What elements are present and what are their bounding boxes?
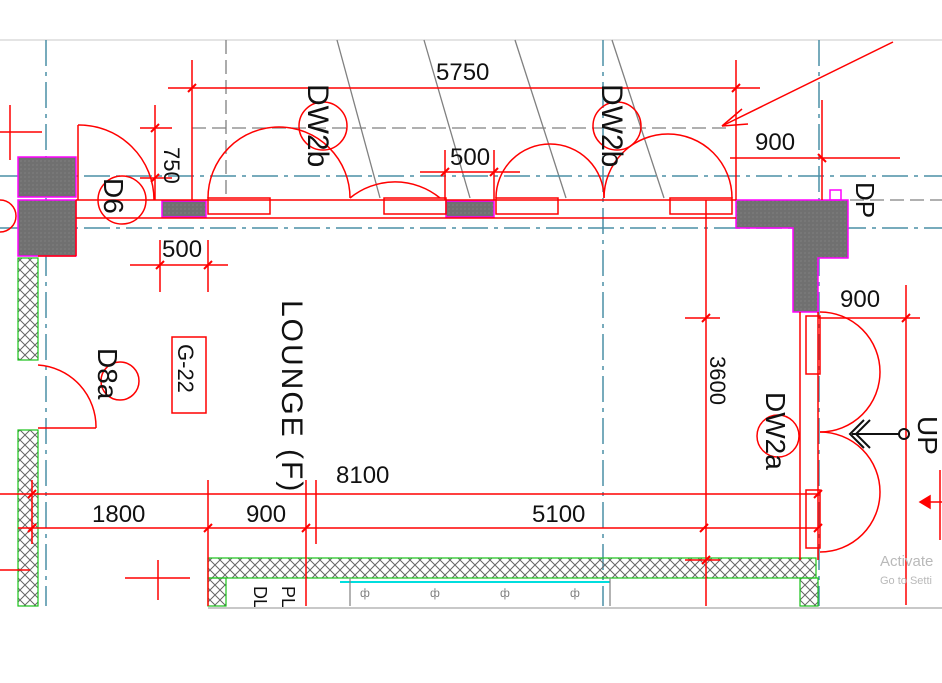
- dim-500-top: 500: [450, 144, 490, 171]
- dim-1800: 1800: [92, 501, 145, 528]
- settings-watermark: Go to Setti: [880, 575, 932, 587]
- activate-watermark: Activate: [880, 553, 933, 570]
- hatched-walls: [17, 257, 819, 607]
- label-dp: DP: [850, 182, 880, 218]
- door-tag-d6: D6: [98, 178, 129, 214]
- dim-500-left: 500: [162, 236, 202, 263]
- dim-900-top: 900: [755, 129, 795, 156]
- door-tag-dw2b-left: DW2b: [301, 84, 334, 167]
- label-up: UP: [912, 416, 942, 455]
- dim-8100: 8100: [336, 462, 389, 489]
- red-linework: [0, 41, 942, 606]
- dim-3600: 3600: [705, 356, 730, 405]
- fixture-marks: ф ф ф ф: [360, 586, 580, 600]
- dim-5100: 5100: [532, 501, 585, 528]
- door-tag-dw2a: DW2a: [760, 392, 791, 470]
- dimension-ticks: [27, 83, 911, 565]
- grid-lines: [0, 40, 942, 606]
- door-tag-dw2b-right: DW2b: [595, 84, 628, 167]
- dim-900-right: 900: [840, 286, 880, 313]
- room-label: LOUNGE (F): [275, 300, 308, 493]
- svg-text:ф: ф: [430, 586, 440, 600]
- label-pl: PL: [278, 586, 298, 608]
- stair-arrow: [848, 419, 910, 449]
- door-tag-d8a: D8a: [92, 348, 123, 400]
- dim-5750: 5750: [436, 59, 489, 86]
- room-tag: G-22: [173, 344, 198, 393]
- svg-text:ф: ф: [500, 586, 510, 600]
- drawing-area: [0, 40, 942, 608]
- dim-900-bottom: 900: [246, 501, 286, 528]
- svg-text:ф: ф: [360, 586, 370, 600]
- svg-text:ф: ф: [570, 586, 580, 600]
- label-dl: DL: [250, 586, 270, 609]
- dim-750: 750: [159, 147, 184, 184]
- columns: [17, 156, 849, 313]
